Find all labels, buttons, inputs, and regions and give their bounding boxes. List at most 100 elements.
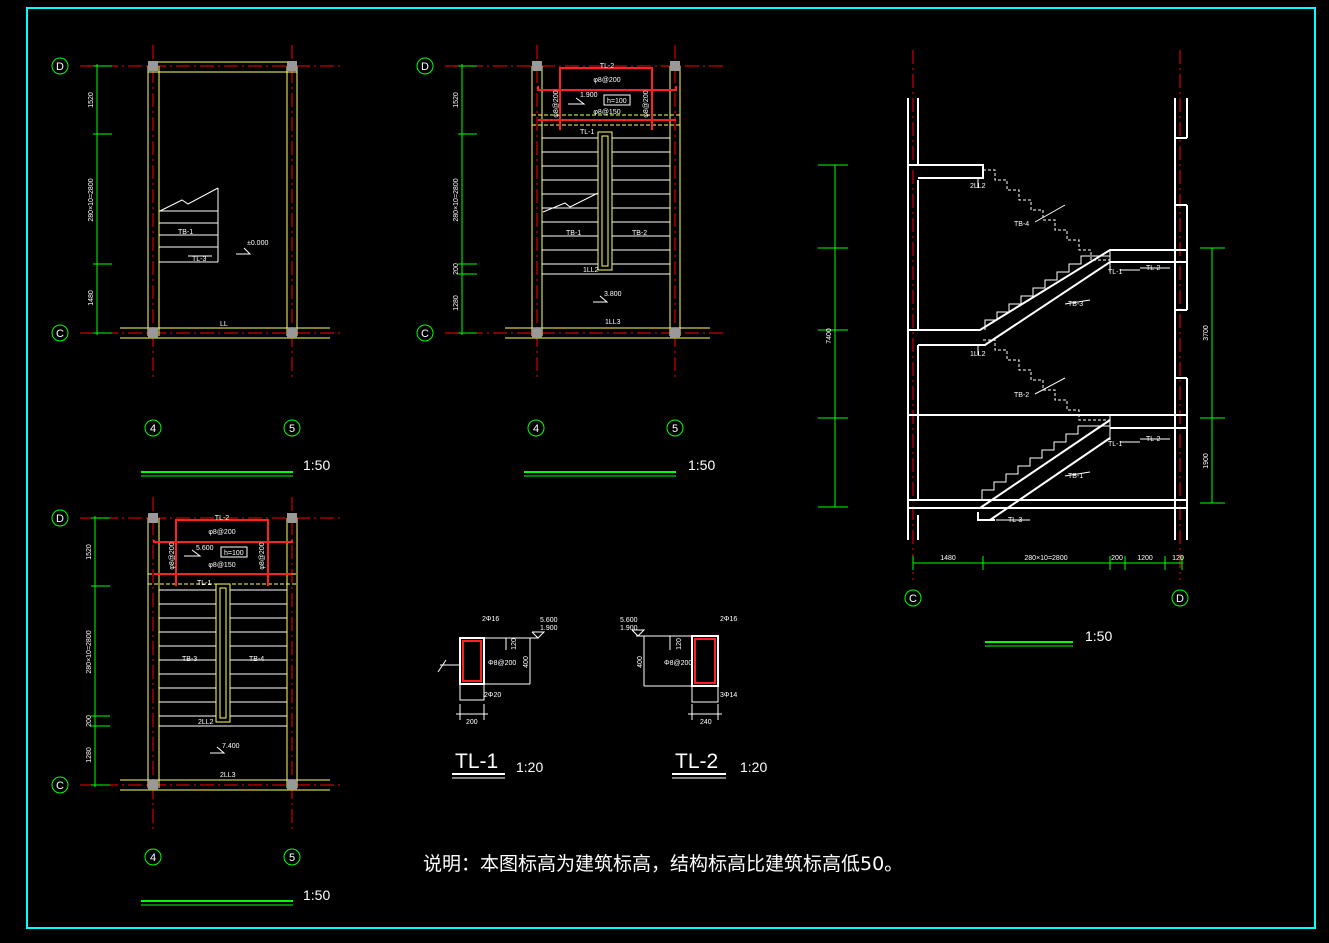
plan3-rebar-left: φ8@200 bbox=[169, 542, 176, 569]
tl1-level-2: 1.900 bbox=[540, 625, 558, 632]
plan3-dim-4: 1280 bbox=[86, 747, 93, 763]
plan2-level-a: 1.900 bbox=[580, 92, 598, 99]
tl2-scale: 1:20 bbox=[740, 759, 767, 775]
plan2-tl1: TL-1 bbox=[580, 129, 595, 136]
section-dim-b4: 1200 bbox=[1137, 555, 1153, 562]
plan1-dim-3: 1480 bbox=[88, 290, 95, 306]
tl2-level-1: 5.600 bbox=[620, 617, 638, 624]
section-dim-b2: 280×10=2800 bbox=[1024, 555, 1067, 562]
section-tb2: TB-2 bbox=[1014, 392, 1029, 399]
tl1-dim-a: 120 bbox=[511, 638, 518, 650]
grid-bubble-4: 4 bbox=[150, 423, 156, 435]
plan2-rebar-right: φ8@200 bbox=[643, 90, 650, 117]
plan2-rebar-left: φ8@200 bbox=[553, 90, 560, 117]
grid-bubble-5: 5 bbox=[672, 423, 678, 435]
plan1-scale: 1:50 bbox=[303, 457, 330, 473]
section-tl1-upper: TL-1 bbox=[1108, 269, 1123, 276]
drawing-frame bbox=[26, 7, 1316, 929]
plan3-dim-3: 200 bbox=[86, 715, 93, 727]
tl1-bot-bar: 2Φ20 bbox=[484, 692, 501, 699]
plan2-dim-4: 1280 bbox=[453, 295, 460, 311]
plan2-scale: 1:50 bbox=[688, 457, 715, 473]
plan1-ll-label: LL bbox=[220, 321, 228, 328]
grid-bubble-c: C bbox=[56, 328, 64, 340]
tl1-title: TL-1 bbox=[455, 750, 498, 773]
stair-plan-first: φ8@200 φ8@200 φ8@200 φ8@150 TL-2 1.900 h… bbox=[416, 45, 725, 477]
tl2-level-2: 1.900 bbox=[620, 625, 638, 632]
plan1-dim-2: 280×10=2800 bbox=[88, 178, 95, 221]
grid-bubble-c: C bbox=[56, 780, 64, 792]
plan3-rebar-bot: φ8@150 bbox=[208, 562, 235, 569]
plan3-h: h=100 bbox=[224, 550, 244, 557]
plan3-rebar-top: φ8@200 bbox=[208, 529, 235, 536]
grid-bubble-d: D bbox=[421, 61, 429, 73]
tl2-beam-detail: 5.600 1.900 2Φ16 120 Φ8@200 400 3Φ14 240… bbox=[620, 616, 767, 779]
tl2-bot-bar: 3Φ14 bbox=[720, 692, 737, 699]
section-scale: 1:50 bbox=[1085, 628, 1112, 644]
plan2-h: h=100 bbox=[607, 98, 627, 105]
plan2-dim-3: 200 bbox=[453, 263, 460, 275]
tl2-stirrup: Φ8@200 bbox=[664, 660, 692, 667]
stair-section: TB-4 TB-3 TB-2 TB-1 TL-1 TL-1 TL-2 TL-2 … bbox=[818, 50, 1225, 647]
plan2-level-b: 3.800 bbox=[604, 291, 622, 298]
section-dim-total: 7400 bbox=[826, 328, 833, 344]
tl2-title: TL-2 bbox=[675, 750, 718, 773]
plan3-level-b: 7.400 bbox=[222, 743, 240, 750]
section-tb3: TB-3 bbox=[1068, 301, 1083, 308]
tl2-height: 400 bbox=[637, 656, 644, 668]
plan1-level: ±0.000 bbox=[247, 240, 268, 247]
plan3-level-a: 5.600 bbox=[196, 545, 214, 552]
section-dim-lower: 1900 bbox=[1203, 453, 1210, 469]
section-1ll2: 1LL2 bbox=[970, 351, 986, 358]
plan3-rebar-right: φ8@200 bbox=[259, 542, 266, 569]
plan1-tl-label: TL-3 bbox=[192, 256, 207, 263]
grid-bubble-4: 4 bbox=[150, 852, 156, 864]
section-tl3: TL-3 bbox=[1008, 517, 1023, 524]
plan3-tl-bot: 2LL2 bbox=[198, 719, 214, 726]
plan1-dim-1: 1520 bbox=[88, 92, 95, 108]
grid-bubble-5: 5 bbox=[289, 423, 295, 435]
section-dim-b3: 200 bbox=[1111, 555, 1123, 562]
plan1-tb-label: TB-1 bbox=[178, 229, 193, 236]
tl1-level-1: 5.600 bbox=[540, 617, 558, 624]
plan3-ll3: 2LL3 bbox=[220, 772, 236, 779]
section-tl2-lower: TL-2 bbox=[1146, 436, 1161, 443]
plan2-tb2: TB-2 bbox=[632, 230, 647, 237]
plan2-rebar-bot: φ8@150 bbox=[593, 109, 620, 116]
plan2-dim-2: 280×10=2800 bbox=[453, 178, 460, 221]
tl1-width: 200 bbox=[466, 719, 478, 726]
plan3-tl1: TL-1 bbox=[197, 580, 212, 587]
plan3-tb4: TB-4 bbox=[249, 656, 264, 663]
grid-bubble-d: D bbox=[56, 513, 64, 525]
tl2-width: 240 bbox=[700, 719, 712, 726]
section-tl2-upper: TL-2 bbox=[1146, 265, 1161, 272]
section-dim-upper: 3700 bbox=[1203, 325, 1210, 341]
plan2-tb1: TB-1 bbox=[566, 230, 581, 237]
section-2ll2: 2LL2 bbox=[970, 183, 986, 190]
plan3-tb3: TB-3 bbox=[182, 656, 197, 663]
section-dim-b1: 1480 bbox=[940, 555, 956, 562]
plan2-tl2: TL-2 bbox=[600, 63, 615, 70]
section-tb1: TB-1 bbox=[1068, 473, 1083, 480]
grid-bubble-c: C bbox=[909, 593, 917, 605]
grid-bubble-5: 5 bbox=[289, 852, 295, 864]
grid-bubble-d: D bbox=[1176, 593, 1184, 605]
section-tl1-lower: TL-1 bbox=[1108, 441, 1123, 448]
plan3-dim-1: 1520 bbox=[86, 544, 93, 560]
grid-bubble-4: 4 bbox=[533, 423, 539, 435]
plan2-tl-bot: 1LL2 bbox=[583, 267, 599, 274]
plan2-ll3: 1LL3 bbox=[605, 319, 621, 326]
drawing-note: 说明：本图标高为建筑标高，结构标高比建筑标高低50。 bbox=[423, 853, 903, 875]
plan3-dim-2: 280×10=2800 bbox=[86, 630, 93, 673]
tl1-stirrup: Φ8@200 bbox=[488, 660, 516, 667]
tl1-scale: 1:20 bbox=[516, 759, 543, 775]
tl2-dim-a: 120 bbox=[676, 638, 683, 650]
plan3-tl2: TL-2 bbox=[215, 515, 230, 522]
tl1-top-bar: 2Φ16 bbox=[482, 616, 499, 623]
grid-bubble-c: C bbox=[421, 328, 429, 340]
tl1-height: 400 bbox=[523, 656, 530, 668]
grid-bubble-d: D bbox=[56, 61, 64, 73]
plan3-scale: 1:50 bbox=[303, 887, 330, 903]
stair-plan-second: φ8@200 φ8@200 φ8@200 φ8@150 TL-2 5.600 h… bbox=[51, 497, 340, 906]
